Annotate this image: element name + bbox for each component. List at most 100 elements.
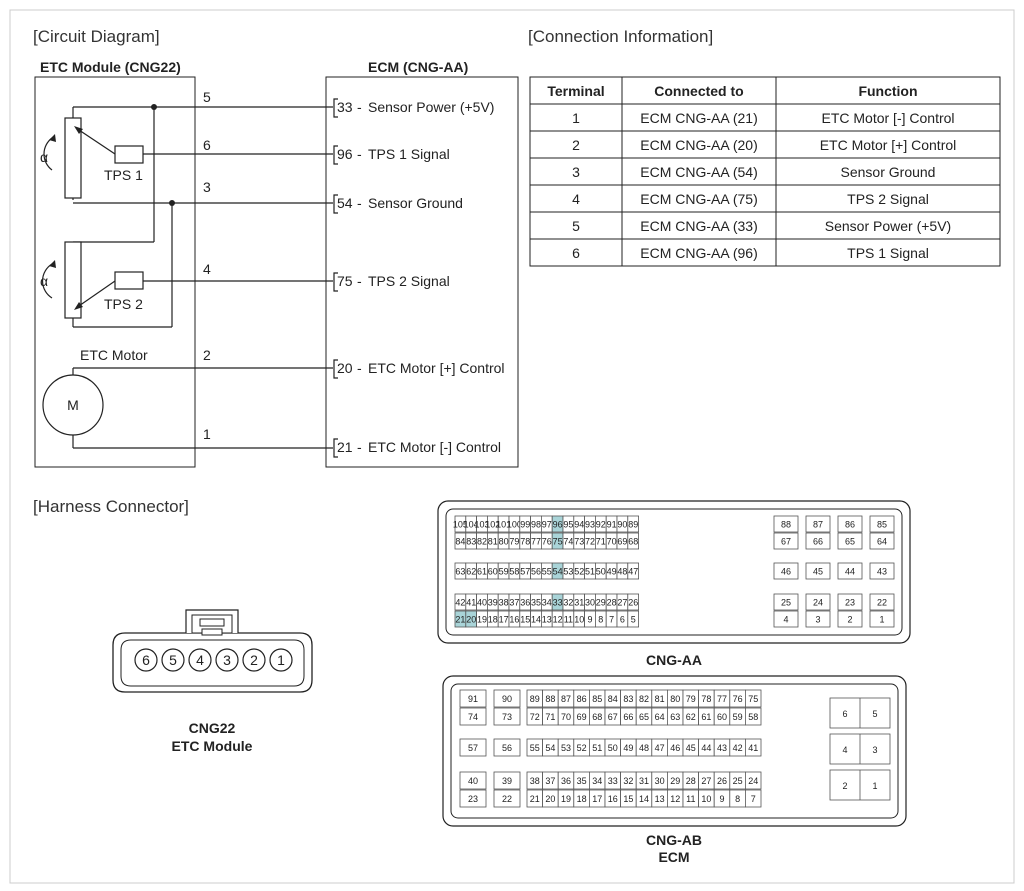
pin-label: 77 [717, 694, 727, 704]
pin-label: 20 [466, 615, 476, 625]
pin-label: 69 [617, 537, 627, 547]
pin-label: 64 [877, 537, 887, 547]
pin-label: 44 [701, 743, 711, 753]
table-cell: 5 [572, 218, 580, 234]
pin-cell [745, 789, 762, 808]
pin-label: 86 [577, 694, 587, 704]
pin-cell [805, 515, 831, 533]
pin-label: 19 [561, 794, 571, 804]
pin-label: 49 [607, 567, 617, 577]
table-cell: ECM CNG-AA (20) [640, 137, 757, 153]
table-header-cell: Terminal [547, 83, 604, 99]
table-header-cell: Function [858, 83, 917, 99]
pin-cell [837, 593, 863, 611]
ecm-terminal-dash: - [357, 146, 362, 162]
pin-label: 85 [877, 520, 887, 530]
pin-label: 79 [686, 694, 696, 704]
pin-cell [627, 562, 639, 580]
pin-cell [493, 771, 521, 790]
table-header-cell: Connected to [654, 83, 743, 99]
pin-label: 90 [502, 694, 512, 704]
pin-label: 47 [628, 567, 638, 577]
pin-label: 14 [531, 615, 541, 625]
pin-label: 83 [466, 537, 476, 547]
ecm-terminal-signal: TPS 2 Signal [368, 273, 450, 289]
pin-label: 34 [592, 776, 602, 786]
pin-label: 56 [502, 743, 512, 753]
ecm-terminal-signal: Sensor Ground [368, 195, 463, 211]
pin-label: 6 [842, 709, 847, 719]
pin-label: 44 [845, 567, 855, 577]
pin-label: 96 [553, 520, 563, 530]
pin-label: 53 [563, 567, 573, 577]
pin-label: 68 [592, 712, 602, 722]
pin-label: 35 [531, 598, 541, 608]
pin-cell [459, 738, 487, 757]
etc-module-caption: ETC Module [172, 738, 253, 754]
ecm-terminals: 33 - Sensor Power (+5V) 96 - TPS 1 Signa… [333, 98, 505, 458]
pin-label: 27 [617, 598, 627, 608]
connector-pin-number: 1 [277, 652, 285, 668]
pin-label: 67 [608, 712, 618, 722]
pin-label: 39 [502, 776, 512, 786]
pin-label: 1 [879, 615, 884, 625]
pin-label: 36 [520, 598, 530, 608]
table-border [529, 76, 1001, 267]
pin-label: 47 [655, 743, 665, 753]
pin-label: 81 [655, 694, 665, 704]
pin-label: 56 [531, 567, 541, 577]
connector-pin [134, 648, 158, 672]
pin-label: 43 [717, 743, 727, 753]
pin-label: 61 [701, 712, 711, 722]
pin-label: 105 [453, 520, 468, 530]
pin-number: 4 [203, 261, 211, 277]
pin-cell [493, 789, 521, 808]
pin-label: 97 [542, 520, 552, 530]
connector-pin-number: 6 [142, 652, 150, 668]
pin-label: 35 [577, 776, 587, 786]
pin-label: 8 [735, 794, 740, 804]
ecm-terminal-dash: - [357, 195, 362, 211]
pin-label: 66 [813, 537, 823, 547]
pin-cell [627, 515, 639, 533]
pin-label: 88 [781, 520, 791, 530]
pin-cell [837, 532, 863, 550]
pin-cell [805, 610, 831, 628]
pin-label: 39 [488, 598, 498, 608]
pin-label: 9 [587, 615, 592, 625]
pin-label: 51 [585, 567, 595, 577]
pin-label: 53 [561, 743, 571, 753]
pin-label: 59 [733, 712, 743, 722]
table-cell: 6 [572, 245, 580, 261]
pin-label: 22 [502, 794, 512, 804]
pin-label: 46 [670, 743, 680, 753]
etc-motor: ETC Motor M [42, 347, 148, 436]
pin-label: 40 [477, 598, 487, 608]
pin-label: 10 [574, 615, 584, 625]
pin-label: 8 [598, 615, 603, 625]
pin-label: 62 [686, 712, 696, 722]
table-cell: 1 [572, 110, 580, 126]
pin-label: 58 [748, 712, 758, 722]
wiring [72, 104, 333, 449]
pin-label: 62 [466, 567, 476, 577]
pin-label: 51 [592, 743, 602, 753]
circuit-heading: [Circuit Diagram] [33, 27, 160, 46]
pin-label: 73 [574, 537, 584, 547]
connector-pin-number: 5 [169, 652, 177, 668]
pin-label: 100 [507, 520, 522, 530]
pin-label: 57 [468, 743, 478, 753]
pin-number: 2 [203, 347, 211, 363]
pin-label: 93 [585, 520, 595, 530]
pin-label: 26 [628, 598, 638, 608]
pin-label: 92 [596, 520, 606, 530]
pin-label: 29 [596, 598, 606, 608]
pin-cell [869, 610, 895, 628]
pin-label: 87 [813, 520, 823, 530]
table-cell: TPS 2 Signal [847, 191, 929, 207]
pin-label: 88 [545, 694, 555, 704]
pin-label: 80 [670, 694, 680, 704]
ecm-terminal-dash: - [357, 439, 362, 455]
